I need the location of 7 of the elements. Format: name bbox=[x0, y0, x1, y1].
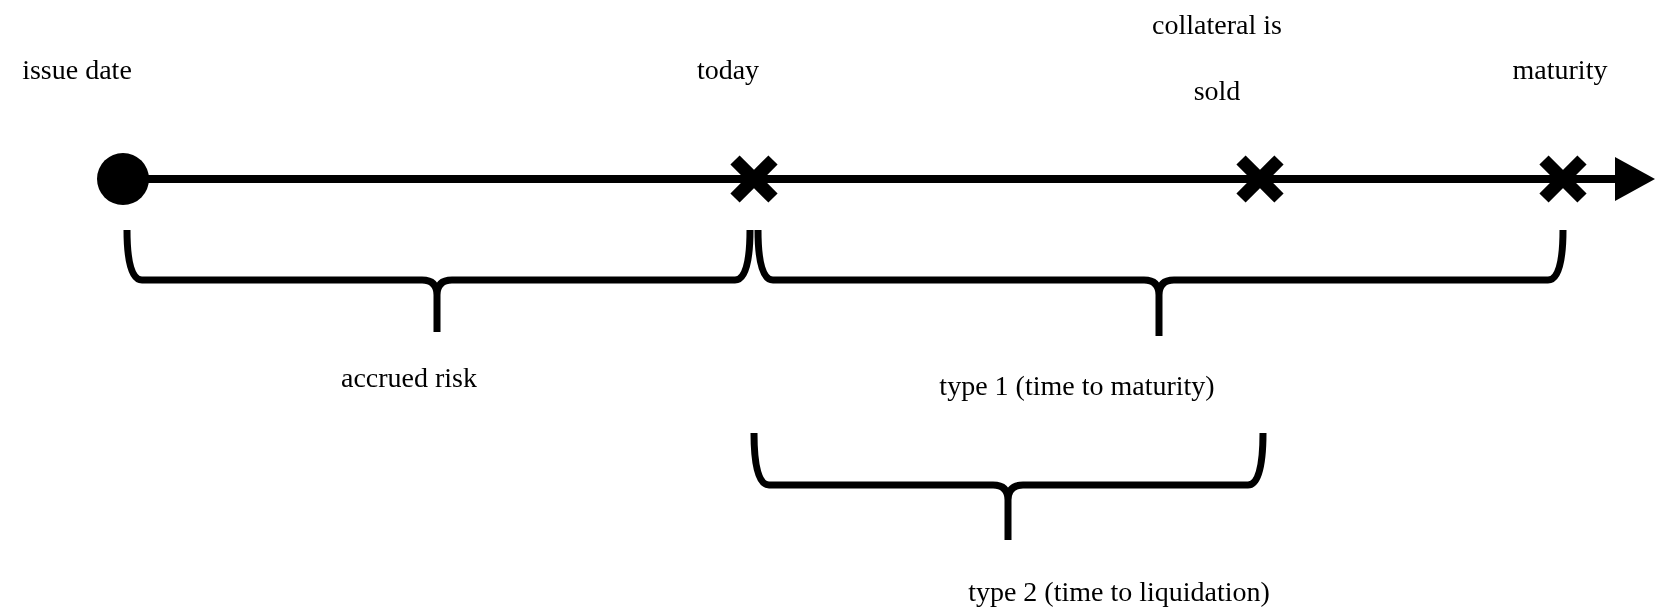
span-label: accrued risk bbox=[341, 361, 477, 395]
point-label: today bbox=[696, 53, 760, 87]
span-label: type 2 (time to liquidation) bbox=[968, 575, 1270, 609]
point-label: maturity bbox=[1512, 53, 1608, 87]
point-label: collateral is sold bbox=[1151, 8, 1283, 108]
point-label: issue date bbox=[22, 53, 132, 87]
span-label: type 1 (time to maturity) bbox=[939, 369, 1215, 403]
